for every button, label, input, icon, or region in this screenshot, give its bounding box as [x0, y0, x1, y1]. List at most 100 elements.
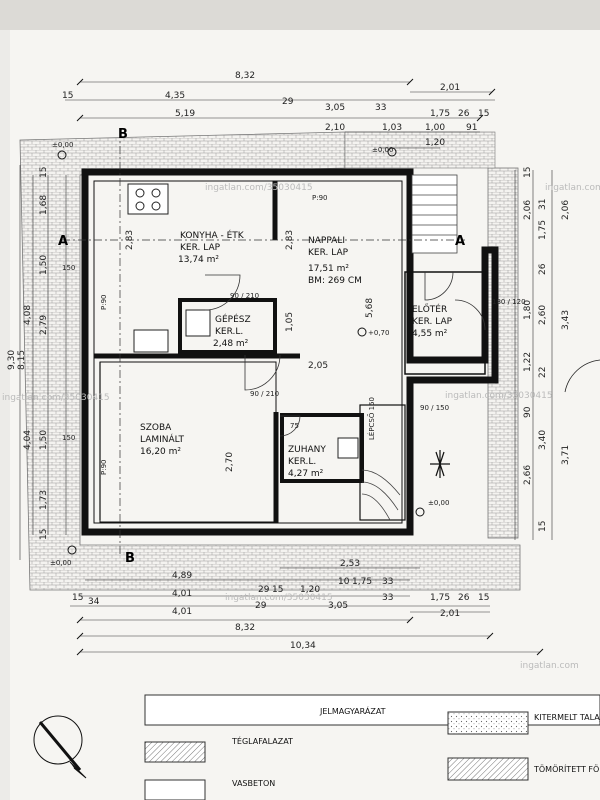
- svg-text:150: 150: [62, 434, 75, 442]
- dimension-lines: [19, 81, 553, 653]
- section-markers: B B A A: [58, 127, 465, 566]
- dim-bottom-row1: 1,75: [352, 577, 372, 587]
- svg-text:KER.L.: KER.L.: [288, 457, 316, 467]
- legend-label-concrete: VASBETON: [232, 779, 275, 788]
- dim-bottom-row1: 33: [382, 577, 393, 587]
- outer-wall: [81, 168, 499, 536]
- svg-text:1,50: 1,50: [39, 430, 49, 450]
- outer-wall-inner-line: [93, 180, 403, 524]
- dim-bottom-overall: 8,32: [235, 623, 255, 633]
- svg-text:31: 31: [538, 199, 548, 210]
- svg-text:15: 15: [523, 167, 533, 178]
- dim-bottom-row2: 15: [272, 585, 283, 595]
- svg-text:1,80: 1,80: [523, 300, 533, 320]
- svg-text:2,06: 2,06: [523, 200, 533, 220]
- dim-top-overall: 8,32: [235, 71, 255, 81]
- svg-text:KER. LAP: KER. LAP: [180, 243, 221, 253]
- svg-text:4,55 m²: 4,55 m²: [412, 329, 448, 339]
- svg-text:1,22: 1,22: [523, 352, 533, 372]
- svg-text:8,15: 8,15: [17, 350, 27, 370]
- svg-text:B: B: [118, 127, 128, 142]
- svg-text:90: 90: [523, 406, 533, 418]
- legend-label-brick: TÉGLAFALAZAT: [231, 735, 293, 746]
- brick-terrace-right: [487, 167, 519, 539]
- watermark-brand: ingatlan.com: [520, 661, 579, 671]
- svg-text:17,51 m²: 17,51 m²: [308, 264, 349, 274]
- svg-text:16,20 m²: 16,20 m²: [140, 447, 181, 457]
- legend-title: JELMAGYARÁZAT: [319, 705, 386, 716]
- svg-text:P:90: P:90: [100, 295, 108, 311]
- dim-top-row2: 3,05: [325, 103, 345, 113]
- svg-text:1,75: 1,75: [538, 220, 548, 240]
- dim-bottom-row3: 15: [72, 593, 83, 603]
- room-bedroom: SZOBA LAMINÁLT 16,20 m²: [140, 423, 184, 457]
- dim-bottom-row1: 10: [338, 577, 350, 587]
- section-lines: [62, 130, 465, 555]
- legend-swatch-fill: [447, 757, 529, 781]
- svg-text:GÉPÉSZ: GÉPÉSZ: [215, 313, 251, 325]
- dimension-ticks: [76, 78, 544, 656]
- svg-text:15: 15: [39, 529, 49, 540]
- svg-text:P:90: P:90: [100, 460, 108, 476]
- svg-text:1,68: 1,68: [39, 195, 49, 215]
- svg-text:KER. LAP: KER. LAP: [308, 248, 349, 258]
- svg-text:±0,00: ±0,00: [52, 141, 73, 149]
- svg-text:BM: 269 CM: BM: 269 CM: [308, 276, 362, 286]
- dim-bottom-row3: 15: [478, 593, 489, 603]
- dim-bottom-row3: 4,01: [172, 607, 192, 617]
- stove-burner: [135, 188, 145, 198]
- dim-bottom-row1: 1,20: [300, 585, 320, 595]
- svg-text:22: 22: [538, 367, 548, 378]
- dim-bottom-row3: 26: [458, 593, 470, 603]
- door-swings: [204, 271, 486, 437]
- stair-bottom: [361, 469, 401, 521]
- svg-text:1,73: 1,73: [39, 490, 49, 510]
- dims-right: 15 2,06 31 1,75 26 1,80 2,60 22 1,22 90 …: [523, 167, 571, 532]
- watermark-left: ingatlan.com/35030415: [2, 393, 110, 403]
- legend-swatch-excavated: [447, 711, 529, 735]
- utility-boiler: [185, 309, 211, 337]
- svg-text:9,30: 9,30: [7, 350, 17, 370]
- dims-left: 15 1,68 1,50 2,79 4,08 9,30 8,15 4,04 1,…: [7, 167, 49, 540]
- kitchen-sink: [133, 329, 169, 353]
- svg-text:2,66: 2,66: [523, 465, 533, 485]
- dim-bottom-right: 2,01: [440, 609, 460, 619]
- svg-text:2,83: 2,83: [285, 230, 295, 250]
- svg-text:2,05: 2,05: [308, 361, 328, 371]
- svg-text:A: A: [455, 234, 465, 249]
- svg-text:2,79: 2,79: [39, 315, 49, 335]
- dim-top-row2: 15: [478, 109, 489, 119]
- svg-text:SZOBA: SZOBA: [140, 423, 172, 433]
- room-kitchen: KONYHA - ÉTK KER. LAP 13,74 m²: [178, 229, 245, 265]
- svg-text:LAMINÁLT: LAMINÁLT: [140, 433, 184, 445]
- dim-top-row2: 15: [62, 91, 73, 101]
- legend-label-fill: TÖMÖRÍTETT FÖLDFELTÖLTÉS: [533, 763, 600, 774]
- dim-bottom-row3: 33: [382, 593, 393, 603]
- brick-top-right: [344, 131, 496, 169]
- svg-text:±0,00: ±0,00: [50, 559, 71, 567]
- hall-walls: [404, 271, 486, 375]
- svg-text:3,40: 3,40: [538, 430, 548, 450]
- dim-top-row3: 91: [466, 123, 477, 133]
- watermark-bottom: ingatlan.com/35030415: [225, 593, 333, 603]
- legend-label-excavated: KITERMELT TALAJ: [534, 713, 600, 722]
- dim-bottom-row3: 3,05: [328, 601, 348, 611]
- svg-text:3,43: 3,43: [561, 310, 571, 330]
- svg-text:ELŐTÉR: ELŐTÉR: [412, 303, 447, 315]
- stair-top-right: [411, 174, 458, 254]
- svg-text:13,74 m²: 13,74 m²: [178, 255, 219, 265]
- stove-burner: [151, 188, 161, 198]
- svg-text:90 / 210: 90 / 210: [230, 292, 259, 300]
- dim-top-row3: 1,00: [425, 123, 445, 133]
- room-living: NAPPALI KER. LAP 17,51 m² BM: 269 CM: [308, 236, 362, 286]
- svg-text:4,04: 4,04: [23, 430, 33, 450]
- watermark-center: ingatlan.com/35030415: [205, 183, 313, 193]
- svg-text:KONYHA - ÉTK: KONYHA - ÉTK: [180, 229, 245, 241]
- svg-text:15: 15: [538, 521, 548, 532]
- dim-top-row3: 1,03: [382, 123, 402, 133]
- svg-text:5,68: 5,68: [365, 298, 375, 318]
- dim-top-row2: 1,75: [430, 109, 450, 119]
- svg-text:2,83: 2,83: [125, 230, 135, 250]
- room-shower: ZUHANY KER.L. 4,27 m²: [288, 445, 326, 479]
